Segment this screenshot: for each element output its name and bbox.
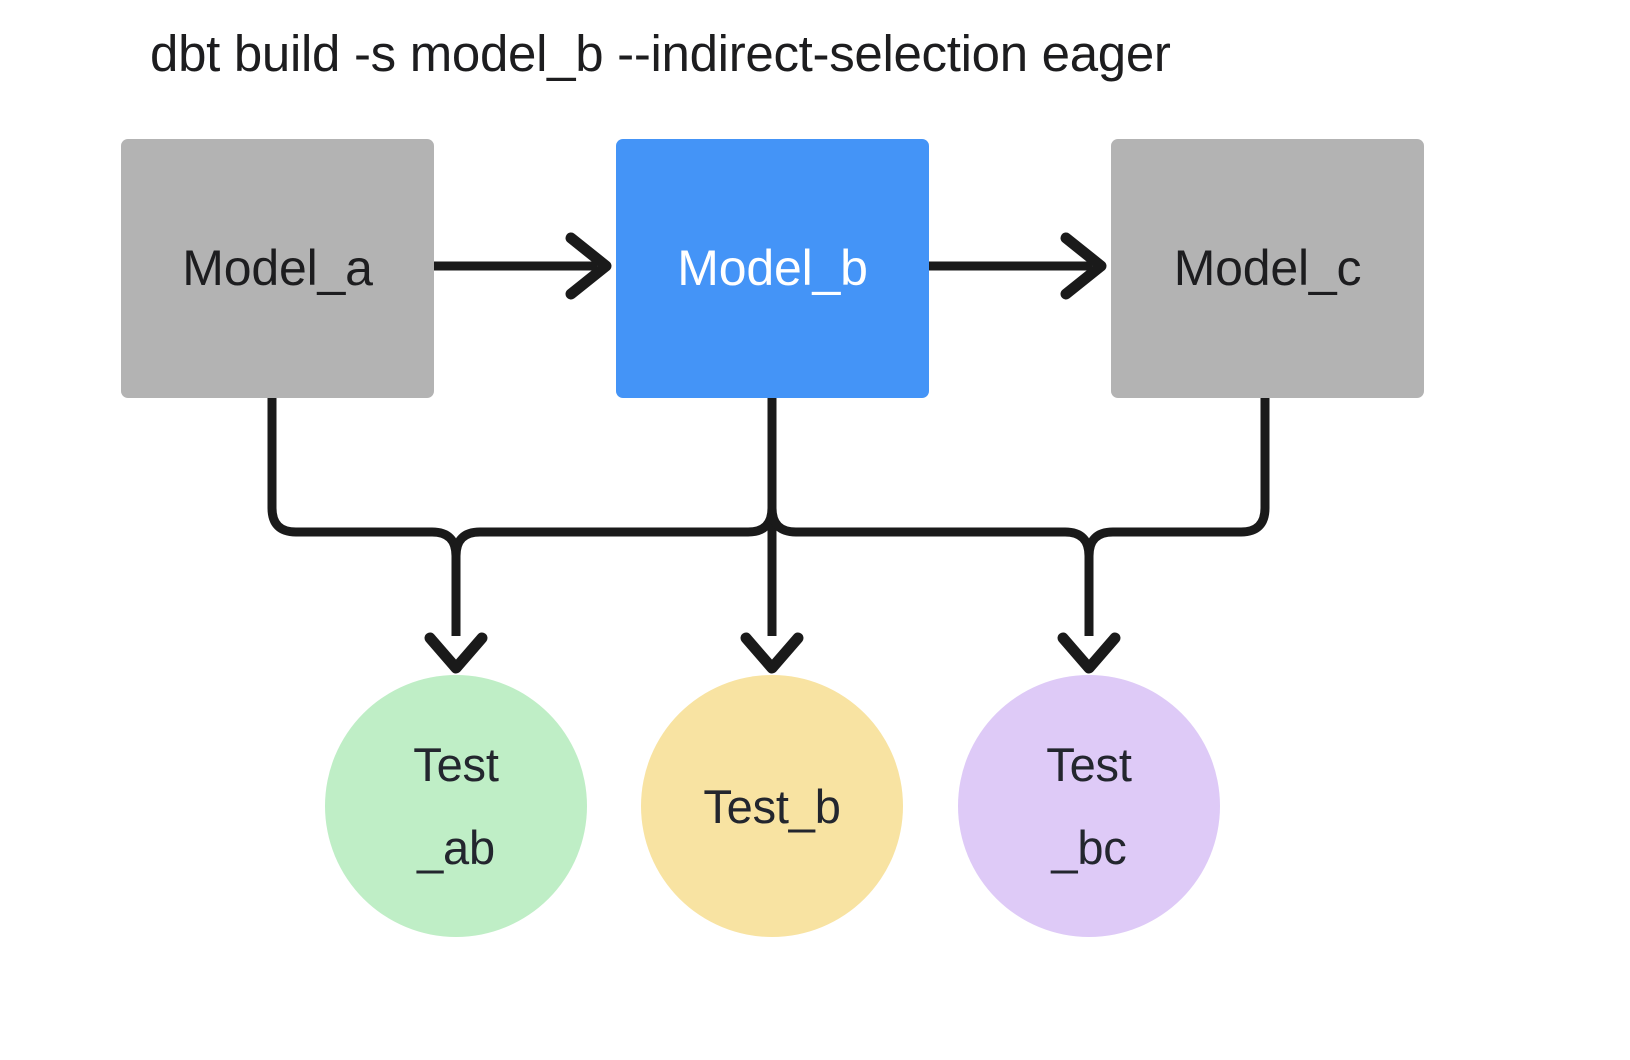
node-model-a[interactable]: Model_a <box>121 139 434 398</box>
edge-model-b-to-test-ab <box>451 398 777 636</box>
node-test-b-line1: Test_b <box>703 779 841 833</box>
arrowhead-test-bc <box>1057 632 1121 674</box>
node-test-ab-label: Test _ab <box>413 738 499 874</box>
edge-model-b-to-model-c <box>929 232 1107 300</box>
node-test-bc-line2: _bc <box>1051 821 1127 874</box>
node-model-c-label: Model_c <box>1173 240 1362 296</box>
node-model-a-label: Model_a <box>182 240 373 296</box>
page-title: dbt build -s model_b --indirect-selectio… <box>150 25 1171 82</box>
node-model-c[interactable]: Model_c <box>1111 139 1424 398</box>
arrowhead-test-b <box>740 632 804 674</box>
node-model-b[interactable]: Model_b <box>616 139 929 398</box>
node-test-bc-label: Test _bc <box>1046 738 1132 874</box>
node-test-ab-line2: _ab <box>417 821 495 874</box>
edge-model-c-to-test-bc <box>1084 398 1270 636</box>
node-test-ab[interactable]: Test _ab <box>325 675 587 937</box>
node-test-b[interactable]: Test_b <box>641 675 903 937</box>
arrowhead-test-ab <box>424 632 488 674</box>
edge-model-b-to-test-bc <box>767 398 1094 636</box>
node-model-b-label: Model_b <box>677 240 868 296</box>
node-test-bc-line1: Test <box>1046 738 1132 791</box>
node-test-b-label: Test_b <box>703 783 840 830</box>
node-test-bc[interactable]: Test _bc <box>958 675 1220 937</box>
edge-model-a-to-model-b <box>434 232 612 300</box>
edge-model-a-to-test-ab <box>267 398 461 636</box>
node-test-ab-line1: Test <box>413 738 499 791</box>
